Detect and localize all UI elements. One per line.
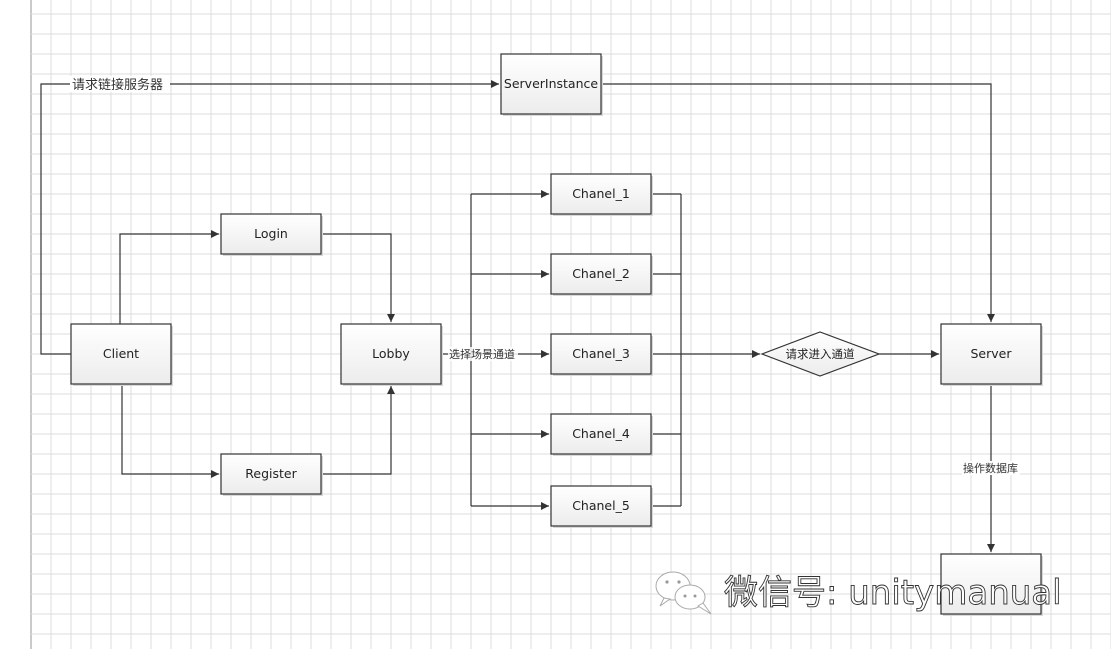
node-chanel-5[interactable]: Chanel_5 — [550, 485, 653, 528]
node-lobby[interactable]: Lobby — [340, 323, 443, 386]
node-register-label: Register — [245, 466, 297, 481]
edge-login-lobby — [321, 233, 395, 322]
wechat-icon — [655, 571, 712, 615]
node-chanel-3[interactable]: Chanel_3 — [550, 333, 653, 376]
node-chanel-1[interactable]: Chanel_1 — [550, 173, 653, 216]
node-chanel-3-label: Chanel_3 — [572, 346, 630, 361]
label-operate-database: 操作数据库 — [963, 461, 1018, 475]
node-server-instance[interactable]: ServerInstance — [500, 53, 603, 116]
node-client[interactable]: Client — [70, 323, 173, 386]
watermark: 微信号: unitymanual — [655, 571, 1062, 615]
edge-serverinstance-server — [601, 83, 995, 322]
label-request-connect-server: 请求链接服务器 — [72, 77, 163, 93]
node-chanel-1-label: Chanel_1 — [572, 186, 630, 201]
node-database[interactable] — [940, 553, 1043, 616]
node-chanel-4[interactable]: Chanel_4 — [550, 413, 653, 456]
edge-client-login — [119, 230, 219, 324]
edge-client-serverinstance — [40, 80, 499, 355]
node-chanel-2-label: Chanel_2 — [572, 266, 630, 281]
node-lobby-label: Lobby — [372, 346, 410, 361]
node-server[interactable]: Server — [940, 323, 1043, 386]
node-client-label: Client — [103, 346, 139, 361]
node-chanel-2[interactable]: Chanel_2 — [550, 253, 653, 296]
edge-labels: 请求链接服务器 选择场景通道 操作数据库 — [70, 76, 1020, 475]
node-server-label: Server — [971, 346, 1013, 361]
node-decision-label: 请求进入通道 — [786, 347, 855, 361]
edge-register-lobby — [321, 386, 395, 475]
node-chanel-4-label: Chanel_4 — [572, 426, 630, 441]
node-register[interactable]: Register — [220, 453, 323, 496]
watermark-text: 微信号: unitymanual — [724, 573, 1062, 613]
node-login-label: Login — [254, 226, 288, 241]
edge-client-register — [121, 384, 219, 478]
node-decision[interactable]: 请求进入通道 — [760, 331, 881, 377]
label-select-scene-channel: 选择场景通道 — [449, 347, 515, 361]
nodes: Client Login Register Lobby ServerInstan… — [70, 53, 1043, 616]
node-login[interactable]: Login — [220, 213, 323, 256]
node-server-instance-label: ServerInstance — [504, 76, 598, 91]
node-chanel-5-label: Chanel_5 — [572, 498, 630, 513]
